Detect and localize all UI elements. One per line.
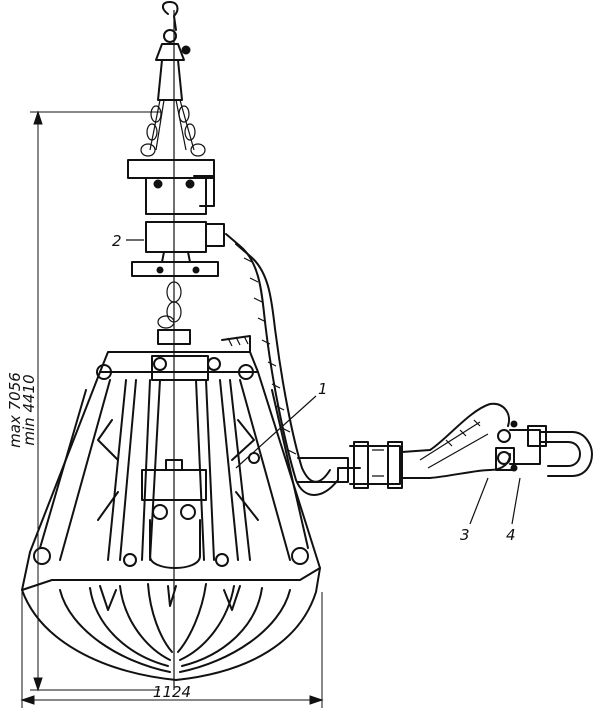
height-max-label: max 7056: [6, 372, 24, 448]
callout-2: 2: [112, 232, 122, 250]
motor-block: [131, 221, 225, 277]
grab-outer-shell: [21, 371, 321, 681]
rocker-arms: [97, 379, 260, 567]
center-rod: [157, 10, 191, 690]
height-min-label: min 4410: [20, 374, 38, 445]
width-label: 1124: [153, 683, 191, 701]
grab-top-plate: [96, 335, 259, 381]
cable-connector: [401, 402, 593, 479]
central-pulley-block: [141, 459, 207, 569]
callout-3: 3: [460, 526, 470, 544]
upper-traverse: [127, 159, 215, 215]
width-dimension: [20, 592, 324, 708]
callout-1: 1: [318, 380, 328, 398]
callout-leaders: [126, 239, 521, 525]
height-dimension: [30, 110, 160, 692]
callout-4: 4: [506, 526, 516, 544]
lifting-hook: [155, 1, 191, 101]
grab-jaws: [59, 583, 291, 673]
power-cable-hose: [225, 233, 403, 496]
suspension-chains: [140, 99, 206, 157]
